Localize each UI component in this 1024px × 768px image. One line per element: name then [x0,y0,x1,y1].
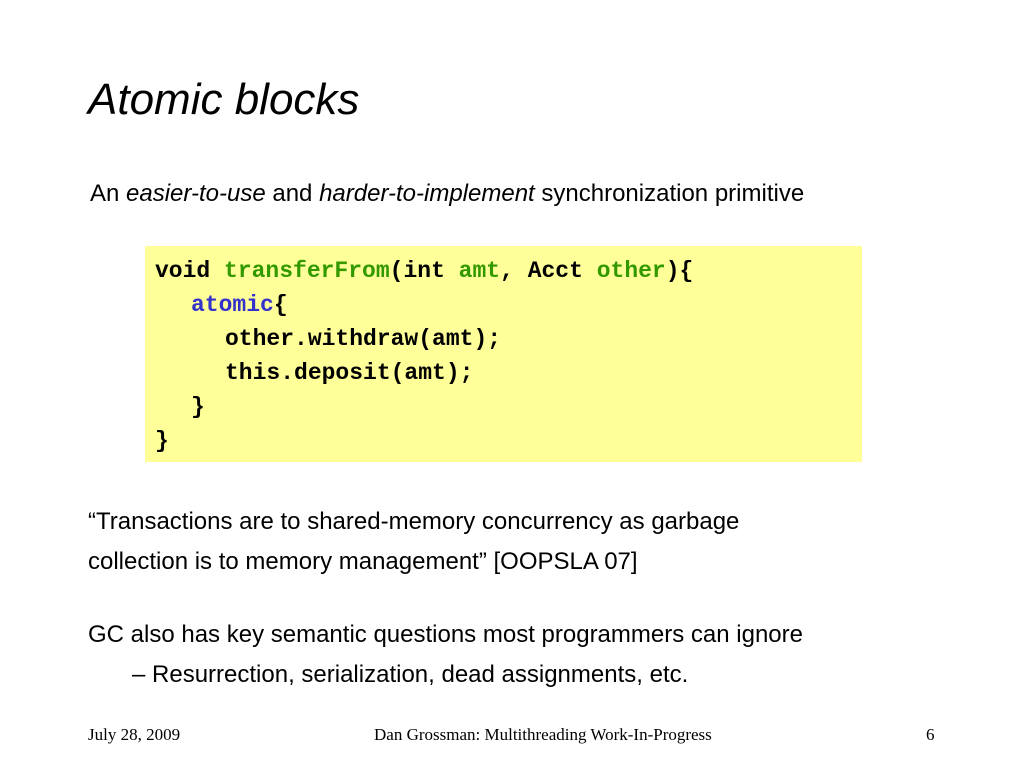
quote-line-2: collection is to memory management” [OOP… [88,548,638,575]
code-block: void transferFrom(int amt, Acct other){a… [145,246,862,462]
code-line-atomic-close: } [191,394,205,420]
code-params-open: (int [389,258,459,284]
slide-subtitle: An easier-to-use and harder-to-implement… [90,178,804,210]
code-void: void [155,258,225,284]
code-line-atomic: atomic{ [155,288,862,322]
subtitle-suffix: synchronization primitive [541,180,805,207]
code-param-amt: amt [458,258,501,284]
slide-title: Atomic blocks [88,75,360,124]
footer-page-number: 6 [926,725,935,744]
quote-paragraph: “Transactions are to shared-memory concu… [88,502,739,582]
footer-date: July 28, 2009 [88,725,181,744]
code-line-function-close: } [155,428,169,454]
subtitle-prefix: An [90,180,120,207]
code-param-other: other [596,258,666,284]
subtitle-mid: and [272,180,313,207]
footer-author: Dan Grossman: Multithreading Work-In-Pro… [374,725,712,744]
subtitle-emphasis-easier: easier-to-use [126,180,266,207]
code-line-withdraw: other.withdraw(amt); [225,326,502,352]
gc-sub-bullet: – Resurrection, serialization, dead assi… [132,661,689,688]
code-function-name: transferFrom [224,258,390,284]
code-atomic-brace: { [273,292,288,318]
code-line-signature: void transferFrom(int amt, Acct other){ [155,254,862,288]
code-params-close: ){ [665,258,694,284]
code-line-deposit: this.deposit(amt); [225,360,474,386]
subtitle-emphasis-harder: harder-to-implement [319,180,535,207]
gc-bullet: GC also has key semantic questions most … [88,621,803,648]
code-params-sep: , Acct [500,258,597,284]
code-atomic-keyword: atomic [191,292,274,318]
quote-line-1: “Transactions are to shared-memory concu… [88,508,740,535]
